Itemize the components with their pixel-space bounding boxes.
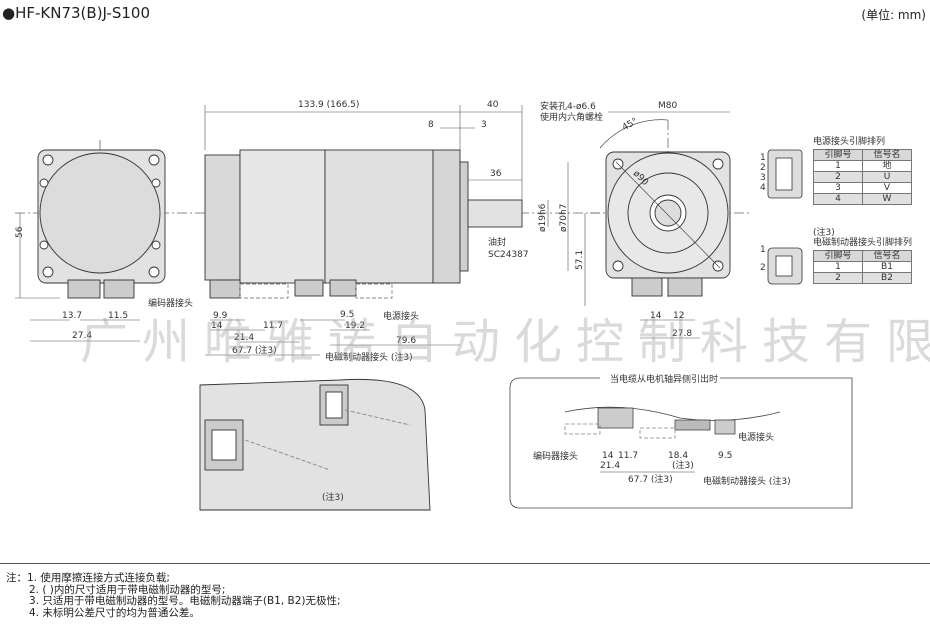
note-item: 1. 使用摩擦连接方式连接负载; <box>27 572 170 584</box>
col-header: 引脚号 <box>813 250 863 262</box>
dim-27-8: 27.8 <box>672 329 692 339</box>
alt-dim-67-7: 67.7 (注3) <box>628 473 673 485</box>
iso-note-3: (注3) <box>322 491 344 503</box>
pin-cell: 4 <box>813 193 863 205</box>
dim-79-6: 79.6 <box>396 336 416 346</box>
alt-dim-21-4: 21.4 <box>600 461 620 471</box>
dim-pilot-dia: ø70h7 <box>559 204 569 232</box>
pin-cell: 2 <box>813 272 863 284</box>
oil-seal-label: 油封 <box>488 236 506 248</box>
dim-9-5: 9.5 <box>340 310 354 320</box>
pin-num: 1 <box>760 245 766 255</box>
pin-num: 4 <box>760 183 766 193</box>
alt-power-label: 电源接头 <box>738 431 774 443</box>
dim-length: 133.9 (166.5) <box>298 100 359 110</box>
brake-connector-label: 电磁制动器接头 (注3) <box>325 351 413 363</box>
side-view <box>204 149 523 299</box>
dim-14-front: 14 <box>650 311 662 321</box>
pin-cell: 3 <box>813 182 863 194</box>
col-header: 引脚号 <box>813 149 863 161</box>
power-connector-label: 电源接头 <box>383 310 419 322</box>
dim-shaft-length: 40 <box>487 100 499 110</box>
dim-14: 14 <box>211 321 223 331</box>
signal-cell: V <box>862 182 912 194</box>
pin-num: 2 <box>760 263 766 273</box>
note-item: 2. ( )内的尺寸适用于带电磁制动器的型号; <box>29 583 226 596</box>
flange-m80: M80 <box>658 101 677 111</box>
dim-9-9: 9.9 <box>213 311 228 321</box>
signal-cell: W <box>862 193 912 205</box>
notes: 注：1. 使用摩擦连接方式连接负载; 2. ( )内的尺寸适用于带电磁制动器的型… <box>6 572 341 619</box>
note-item: 3. 只适用于带电磁制动器的型号。电磁制动器端子(B1, B2)无极性; <box>29 595 341 607</box>
page-title: ●HF-KN73(B)J-S100 <box>2 4 151 22</box>
iso-view <box>199 378 431 511</box>
pin-num: 1 <box>760 153 766 163</box>
unit-label: (单位: mm) <box>861 8 926 22</box>
signal-cell: B2 <box>862 272 912 284</box>
dim-21-4: 21.4 <box>234 333 254 343</box>
pin-cell: 1 <box>813 261 863 273</box>
dim-3: 3 <box>481 120 487 130</box>
dim-67-7: 67.7 (注3) <box>232 344 277 356</box>
brake-connector-icon <box>767 247 803 285</box>
alt-dim-18-4: 18.4 <box>668 451 688 461</box>
dim-11-5: 11.5 <box>108 311 128 321</box>
dim-36: 36 <box>490 169 502 179</box>
pin-num: 2 <box>760 163 766 173</box>
dim-shaft-dia: ø19h6 <box>538 203 548 232</box>
pin-num: 3 <box>760 173 766 183</box>
dim-19-2: 19.2 <box>345 321 365 331</box>
watermark: 广州唯雅诺自动化控制科技有限公司 <box>80 314 930 370</box>
dim-8: 8 <box>428 120 434 130</box>
brake-pin-note: (注3) <box>813 228 835 238</box>
divider <box>0 563 930 564</box>
dim-56: 56 <box>15 226 25 238</box>
pin-cell: 2 <box>813 171 863 183</box>
brake-pin-caption: 电磁制动器接头引脚排列 <box>813 238 913 248</box>
col-header: 信号名 <box>862 149 912 161</box>
power-connector-icon <box>767 149 803 199</box>
mount-hole-bolt-label: 使用内六角螺栓 <box>540 111 603 123</box>
signal-cell: 地 <box>862 160 912 172</box>
pin-cell: 1 <box>813 160 863 172</box>
dim-13-7: 13.7 <box>62 311 82 321</box>
alt-encoder-label: 编码器接头 <box>533 450 578 462</box>
dim-11-7: 11.7 <box>263 321 283 331</box>
note-item: 4. 未标明公差尺寸的均为普通公差。 <box>29 606 200 619</box>
end-view <box>37 149 166 299</box>
signal-cell: B1 <box>862 261 912 273</box>
signal-cell: U <box>862 171 912 183</box>
power-pin-caption: 电源接头引脚排列 <box>813 137 886 147</box>
alt-view <box>509 377 853 509</box>
mount-hole-label: 安装孔4-ø6.6 <box>540 100 596 112</box>
notes-prefix: 注： <box>6 572 27 584</box>
dim-57-1: 57.1 <box>575 250 585 270</box>
col-header: 信号名 <box>862 250 912 262</box>
alt-dim-9-5: 9.5 <box>718 451 732 461</box>
alt-dim-14: 14 <box>602 451 614 461</box>
dim-12-front: 12 <box>673 311 684 321</box>
alt-note-3: (注3) <box>672 459 694 471</box>
encoder-connector-label: 编码器接头 <box>148 297 193 309</box>
angle-45: 45° <box>621 117 640 134</box>
alt-brake-label: 电磁制动器接头 (注3) <box>703 475 791 487</box>
alt-dim-11-7: 11.7 <box>618 451 638 461</box>
front-view <box>599 119 731 297</box>
oil-seal-model: SC24387 <box>488 250 529 260</box>
dim-27-4: 27.4 <box>72 331 92 341</box>
alt-view-title: 当电缆从电机轴异侧引出时 <box>610 373 718 385</box>
